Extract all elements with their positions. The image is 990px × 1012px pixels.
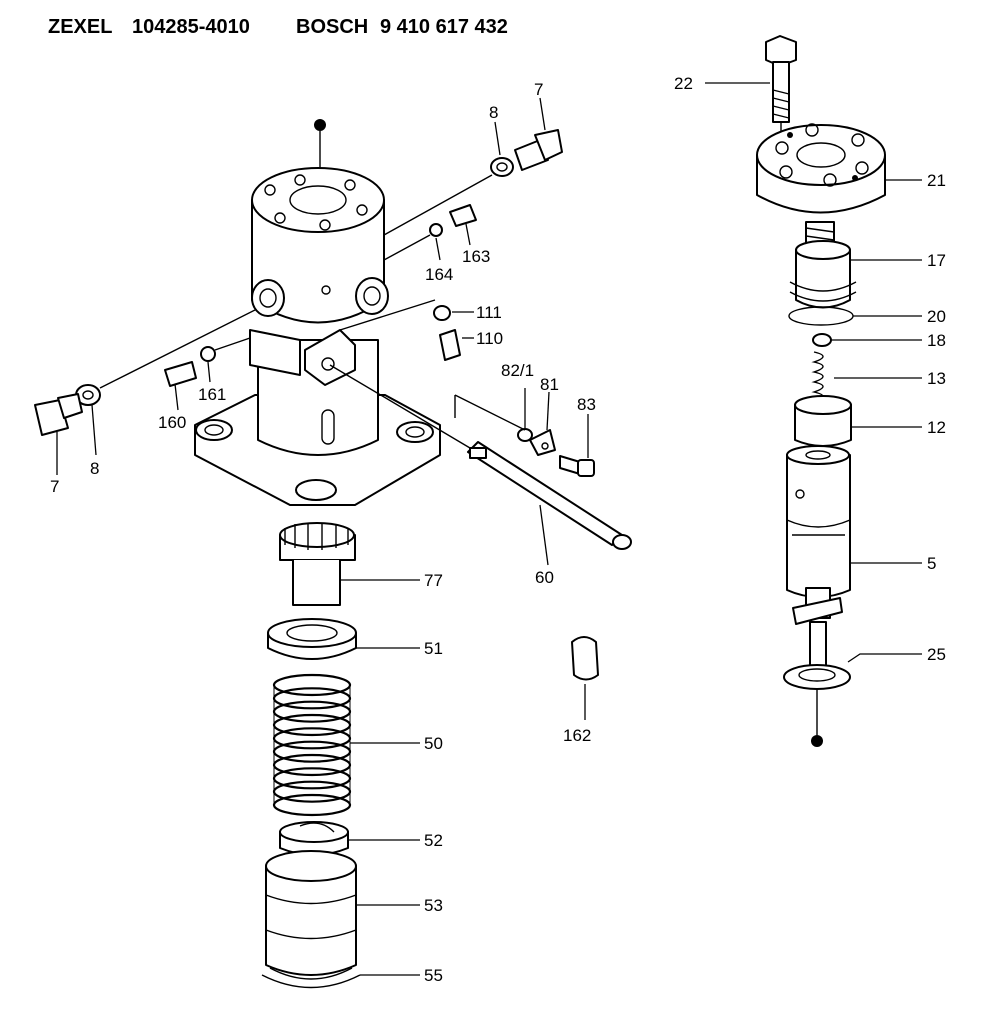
label-22: 22 (674, 74, 693, 93)
part-20-o-ring (788, 306, 922, 326)
pump-housing (194, 167, 441, 506)
label-83: 83 (577, 395, 596, 414)
label-161: 161 (198, 385, 226, 404)
reference-dot-bottom (811, 735, 823, 747)
label-12: 12 (927, 418, 946, 437)
label-52: 52 (424, 831, 443, 850)
part-12-delivery-valve (794, 395, 922, 447)
brand-zexel: ZEXEL (48, 16, 112, 38)
label-21: 21 (927, 171, 946, 190)
label-50: 50 (424, 734, 443, 753)
part-77-control-sleeve (279, 522, 420, 606)
parts-111-110-bleed-screw (339, 299, 474, 361)
spring-coil (272, 793, 352, 817)
label-163: 163 (462, 247, 490, 266)
label-13: 13 (927, 369, 946, 388)
label-5: 5 (927, 554, 936, 573)
label-164: 164 (425, 265, 453, 284)
label-25: 25 (927, 645, 946, 664)
label-17: 17 (927, 251, 946, 270)
label-8-lower: 8 (90, 459, 99, 478)
bosch-part-number: 9 410 617 432 (380, 16, 508, 38)
parts-7-8-plug-screw-lower (34, 309, 256, 475)
part-51-spring-seat (267, 618, 420, 660)
label-55: 55 (424, 966, 443, 985)
label-162: 162 (563, 726, 591, 745)
reference-dot-top (314, 119, 326, 131)
part-60-control-rod (329, 364, 632, 566)
label-160: 160 (158, 413, 186, 432)
part-162-key (571, 636, 599, 720)
label-110: 110 (476, 329, 503, 348)
brand-bosch: BOSCH (296, 16, 368, 38)
zexel-part-number: 104285-4010 (132, 16, 250, 38)
label-18: 18 (927, 331, 946, 350)
part-18-spring-seat (812, 333, 922, 347)
part-21-flange (756, 123, 922, 214)
part-5-plunger-barrel (786, 445, 922, 668)
parts-7-8-plug-screw-upper (383, 97, 563, 236)
label-20: 20 (927, 307, 946, 326)
label-60: 60 (535, 568, 554, 587)
label-77: 77 (424, 571, 443, 590)
label-82-1: 82/1 (501, 361, 534, 380)
label-81: 81 (540, 375, 559, 394)
label-7-upper: 7 (534, 80, 543, 99)
parts-160-161-screw (164, 337, 251, 411)
label-7-lower: 7 (50, 477, 59, 496)
part-25-lower-spring-seat (783, 653, 922, 690)
parts-163-164-screw (383, 204, 477, 261)
label-111: 111 (476, 303, 502, 322)
part-50-plunger-spring (272, 673, 352, 817)
part-52-lower-spring-seat (279, 821, 420, 856)
spring-outline (273, 685, 351, 805)
part-55-snap-ring (261, 967, 420, 989)
part-22-bolt (705, 35, 797, 123)
label-53: 53 (424, 896, 443, 915)
part-17-delivery-valve-holder (789, 221, 922, 309)
label-51: 51 (424, 639, 443, 658)
part-53-roller-tappet (265, 850, 420, 976)
label-8-upper: 8 (489, 103, 498, 122)
parts-82-81-83-stop-bolt (454, 388, 595, 477)
